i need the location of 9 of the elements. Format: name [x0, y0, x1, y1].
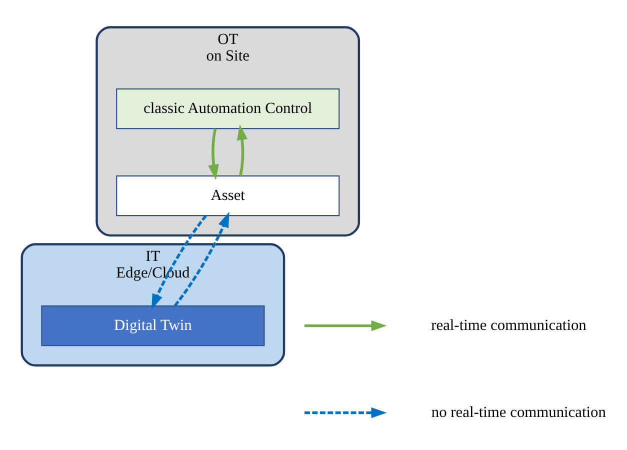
arrow	[174, 211, 230, 306]
arrow	[152, 214, 207, 310]
arrow	[208, 128, 219, 180]
node-box: Asset	[116, 174, 340, 216]
node-box: classic Automation Control	[116, 88, 340, 129]
arrow	[236, 124, 248, 176]
node-box: Digital Twin	[41, 304, 265, 346]
legend-label: real-time communication	[431, 316, 586, 334]
legend-label: no real-time communication	[431, 403, 606, 420]
